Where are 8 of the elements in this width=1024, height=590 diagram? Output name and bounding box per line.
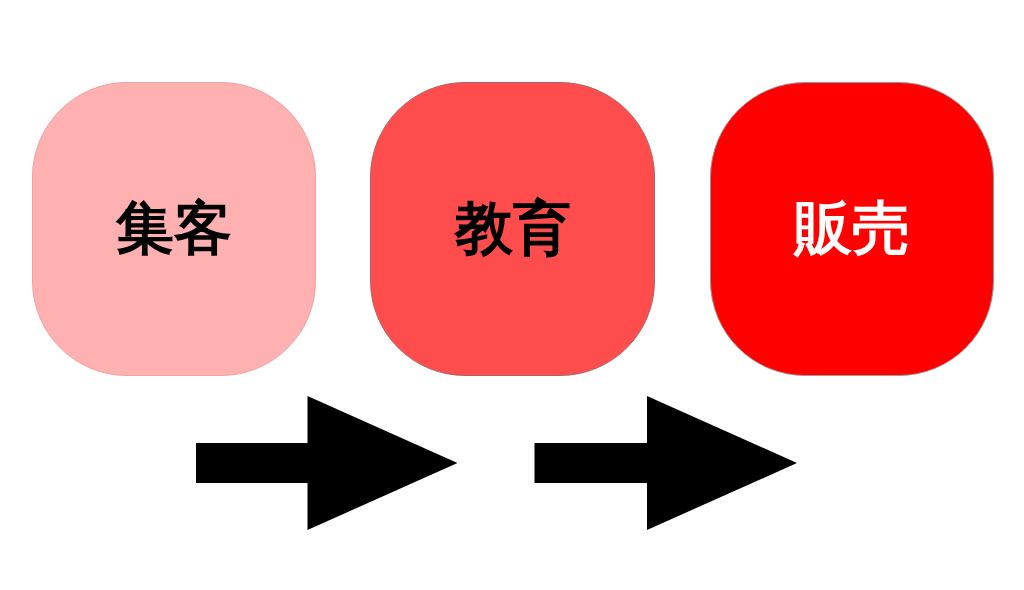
rounded-box xyxy=(32,82,316,376)
box-label: 販売 xyxy=(794,193,910,264)
box-label: 教育 xyxy=(454,193,571,264)
arrow xyxy=(196,396,458,530)
arrow xyxy=(534,396,797,530)
rounded-box xyxy=(370,82,655,376)
rounded-box xyxy=(710,82,994,376)
box-label: 集客 xyxy=(116,193,232,264)
